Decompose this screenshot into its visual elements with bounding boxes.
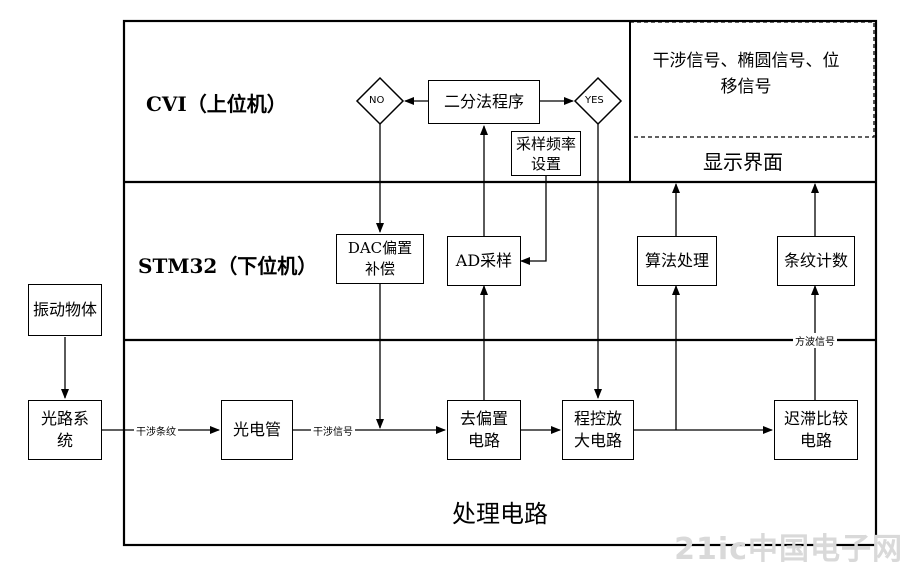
bisection-program-box: 二分法程序 (428, 80, 540, 124)
ad-sampling-label: AD采样 (455, 251, 513, 270)
ad-sampling-box: AD采样 (447, 236, 521, 286)
optical-system-box: 光路系统 (28, 400, 102, 460)
display-signals-text: 干涉信号、椭圆信号、位移信号 (652, 51, 840, 97)
algorithm-processing-label: 算法处理 (644, 251, 709, 270)
no-label: NO (369, 95, 385, 106)
vibrating-object-label: 振动物体 (32, 300, 97, 319)
optical-system-label: 光路系统 (40, 409, 89, 450)
hysteresis-comparator-box: 迟滞比较电路 (774, 400, 858, 460)
programmable-amplifier-box: 程控放大电路 (562, 400, 634, 460)
phototube-box: 光电管 (221, 400, 293, 460)
remove-bias-circuit-label: 去偏置电路 (459, 409, 508, 450)
dac-bias-compensation-label: DAC偏置补偿 (347, 239, 413, 278)
vibrating-object-box: 振动物体 (28, 284, 102, 336)
cvi-section-title: CVI（上位机） (146, 92, 287, 116)
edge-label-square-wave: 方波信号 (793, 333, 837, 348)
dac-bias-compensation-box: DAC偏置补偿 (336, 234, 424, 284)
display-interface-label: 显示界面 (703, 150, 783, 174)
stm32-section-title: STM32（下位机） (138, 254, 318, 278)
watermark-logo: 21ic中国电子网 (674, 532, 903, 567)
hysteresis-comparator-label: 迟滞比较电路 (783, 409, 848, 450)
processing-section-title: 处理电路 (452, 500, 548, 528)
bisection-program-label: 二分法程序 (443, 92, 524, 111)
programmable-amplifier-label: 程控放大电路 (573, 409, 622, 450)
sample-rate-setting-box: 采样频率设置 (511, 131, 581, 176)
edge-label-interference-fringe: 干涉条纹 (134, 423, 178, 438)
outer-frame (122, 19, 878, 547)
display-dashed-box (629, 21, 875, 138)
algorithm-processing-box: 算法处理 (637, 236, 717, 286)
fringe-count-box: 条纹计数 (777, 236, 855, 286)
remove-bias-circuit-box: 去偏置电路 (447, 400, 521, 460)
yes-label: YES (585, 95, 604, 106)
sample-rate-setting-label: 采样频率设置 (516, 134, 577, 173)
phototube-label: 光电管 (232, 420, 281, 439)
fringe-count-label: 条纹计数 (783, 251, 848, 270)
edge-label-interference-signal: 干涉信号 (311, 423, 355, 438)
